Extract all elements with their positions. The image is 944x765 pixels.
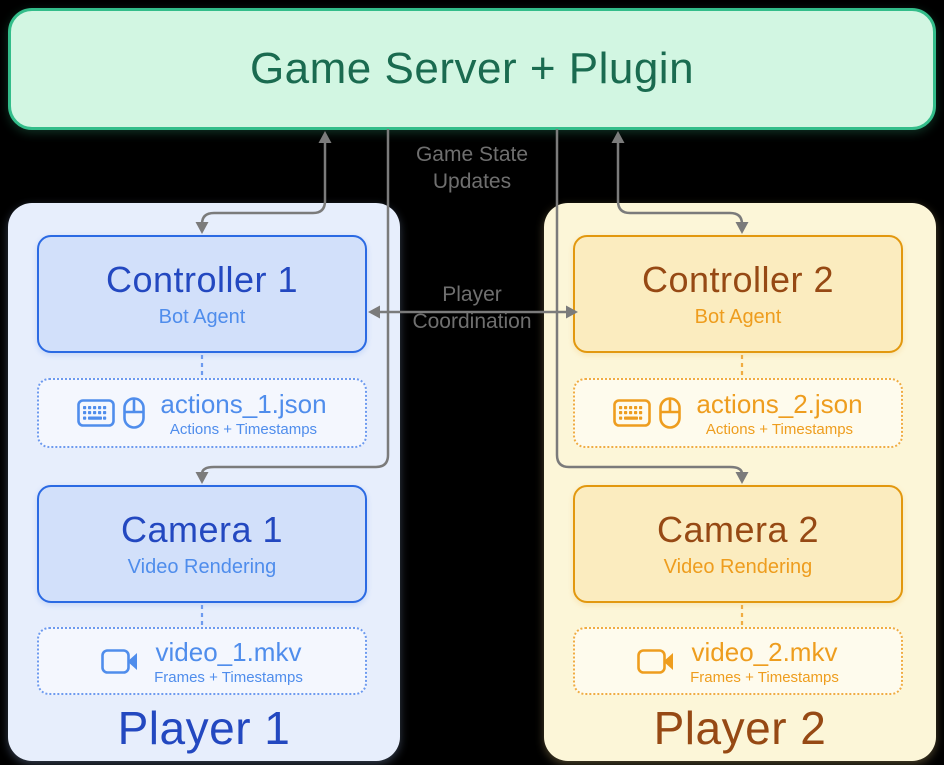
- keyboard-icon: [613, 399, 652, 427]
- video-file-box-2: video_2.mkv Frames + Timestamps: [573, 627, 903, 695]
- controller-1-subtitle: Bot Agent: [158, 306, 246, 328]
- actions-file-box-1: actions_1.json Actions + Timestamps: [37, 378, 367, 448]
- controller-2-title: Controller 2: [641, 259, 835, 300]
- controller-2-subtitle: Bot Agent: [694, 306, 782, 328]
- controller-1-title: Controller 1: [105, 259, 299, 300]
- player-1-group: Controller 1 Bot Agent: [8, 203, 400, 761]
- video-file-name-1: video_1.mkv: [155, 636, 302, 667]
- video-camera-icon: [637, 648, 675, 675]
- video-file-desc-1: Frames + Timestamps: [154, 668, 303, 686]
- camera-1-title: Camera 1: [120, 509, 284, 550]
- video-file-box-1: video_1.mkv Frames + Timestamps: [37, 627, 367, 695]
- mouse-icon: [123, 397, 146, 429]
- camera-1-node: Camera 1 Video Rendering: [37, 485, 367, 603]
- actions-file-box-2: actions_2.json Actions + Timestamps: [573, 378, 903, 448]
- keyboard-icon: [77, 399, 116, 427]
- player-1-label: Player 1: [117, 702, 291, 754]
- player-coordination-label: Player Coordination: [412, 283, 532, 334]
- video-file-desc-2: Frames + Timestamps: [690, 668, 839, 686]
- game-state-updates-label: Game State Updates: [415, 143, 529, 194]
- actions-file-desc-2: Actions + Timestamps: [705, 420, 854, 438]
- game-server-title: Game Server + Plugin: [249, 44, 695, 93]
- player-2-label: Player 2: [653, 702, 827, 754]
- camera-2-subtitle: Video Rendering: [663, 556, 813, 578]
- camera-2-node: Camera 2 Video Rendering: [573, 485, 903, 603]
- video-file-name-2: video_2.mkv: [691, 636, 838, 667]
- player-2-group: Controller 2 Bot Agent: [544, 203, 936, 761]
- mouse-icon: [659, 397, 682, 429]
- camera-2-title: Camera 2: [656, 509, 820, 550]
- video-camera-icon: [101, 648, 139, 675]
- actions-file-name-2: actions_2.json: [696, 388, 863, 419]
- controller-1-node: Controller 1 Bot Agent: [37, 235, 367, 353]
- game-server-node: Game Server + Plugin: [8, 8, 936, 130]
- actions-file-name-1: actions_1.json: [160, 388, 327, 419]
- controller-2-node: Controller 2 Bot Agent: [573, 235, 903, 353]
- camera-1-subtitle: Video Rendering: [127, 556, 277, 578]
- actions-file-desc-1: Actions + Timestamps: [169, 420, 318, 438]
